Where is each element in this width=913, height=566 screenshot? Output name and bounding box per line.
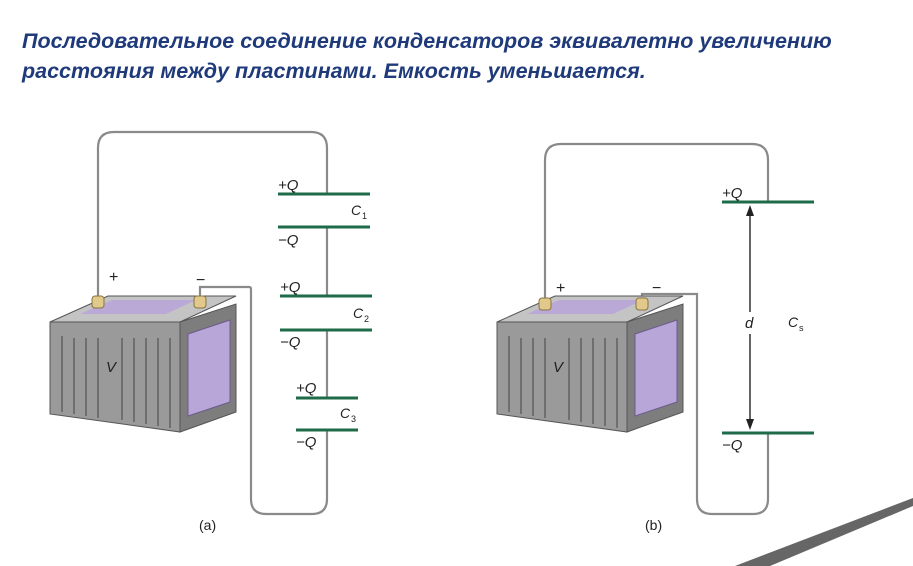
c1-name: C (351, 202, 362, 218)
c2-subscript: 2 (364, 314, 369, 324)
c3-bottom-charge: −Q (296, 434, 317, 451)
slide-heading: Последовательное соединение конденсаторо… (22, 26, 902, 86)
capacitor-c1 (278, 192, 370, 229)
capacitor-cs (722, 200, 814, 435)
capacitor-c2 (280, 294, 372, 332)
minus-sign-a: − (196, 272, 205, 289)
minus-sign-b: − (652, 280, 661, 297)
plus-sign-a: + (109, 269, 118, 286)
heading-line-2: расстояния между пластинами. Емкость уме… (22, 59, 646, 83)
c3-top-charge: +Q (296, 380, 317, 397)
cs-subscript: s (799, 323, 804, 333)
battery-voltage-label-b: V (553, 359, 565, 376)
panel-b: V + − +Q −Q d C s (b) (496, 142, 814, 533)
battery-b (496, 295, 684, 433)
positive-terminal-a (91, 295, 105, 309)
battery-voltage-label-a: V (106, 359, 118, 376)
c2-bottom-charge: −Q (280, 334, 301, 351)
c1-subscript: 1 (362, 211, 367, 221)
positive-terminal-b (538, 297, 552, 311)
panel-a: V + − +Q −Q C 1 +Q −Q C 2 +Q −Q C 3 (a) (49, 130, 372, 533)
panel-a-caption: (a) (199, 517, 216, 533)
circuit-wire-a (96, 130, 329, 516)
cs-name: C (788, 314, 799, 330)
c2-top-charge: +Q (280, 279, 301, 296)
battery-a (49, 295, 237, 433)
distance-arrow (746, 205, 754, 430)
circuit-wire-b (543, 142, 770, 516)
cs-bottom-charge: −Q (722, 437, 743, 454)
c3-name: C (340, 405, 351, 421)
negative-terminal-a (193, 295, 207, 309)
cs-top-charge: +Q (722, 185, 743, 202)
negative-terminal-b (635, 297, 649, 311)
plus-sign-b: + (556, 280, 565, 297)
plate-distance-label: d (745, 315, 754, 332)
heading-line-1: Последовательное соединение конденсаторо… (22, 29, 832, 53)
c3-subscript: 3 (351, 414, 356, 424)
panel-b-caption: (b) (645, 517, 662, 533)
c1-bottom-charge: −Q (278, 232, 299, 249)
c1-top-charge: +Q (278, 177, 299, 194)
capacitor-c3 (296, 396, 358, 432)
c2-name: C (353, 305, 364, 321)
decorative-corner-stroke (735, 498, 913, 566)
